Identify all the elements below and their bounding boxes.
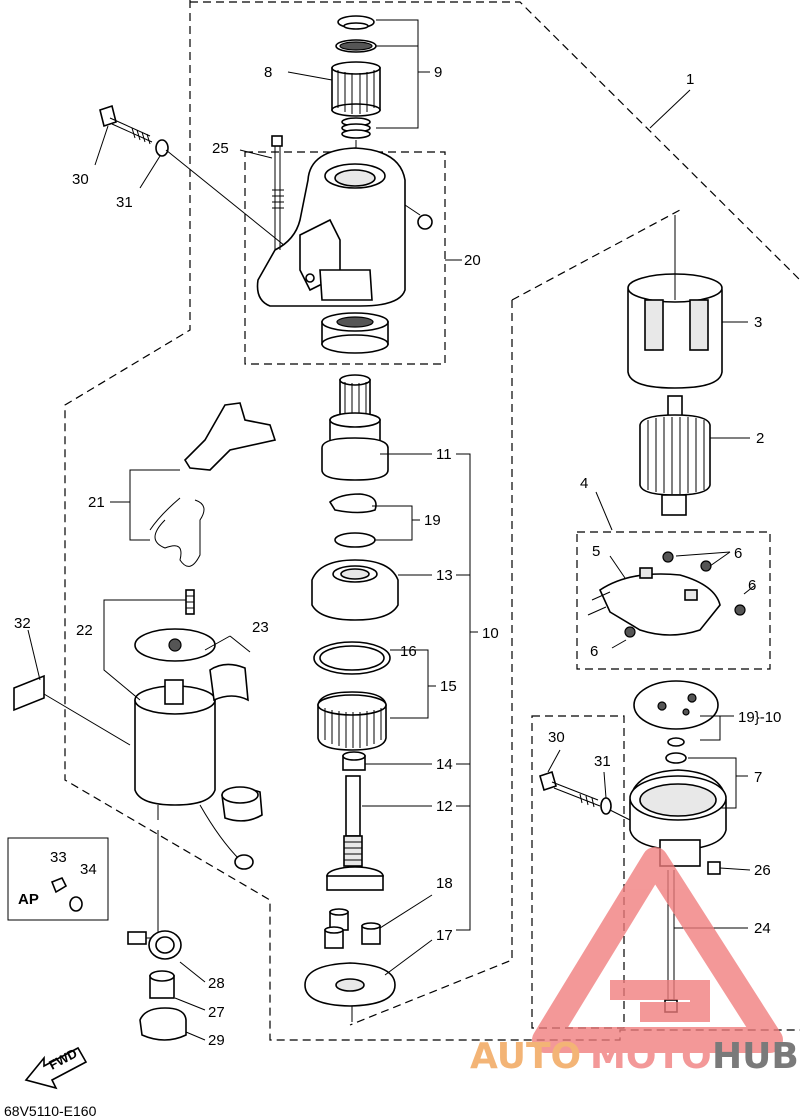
callout-31a: 31: [116, 194, 133, 211]
callout-1: 1: [686, 71, 694, 88]
callout-9: 9: [434, 64, 442, 81]
callout-14: 14: [436, 756, 453, 773]
callout-21: 21: [88, 494, 105, 511]
callout-19b: 19}-10: [738, 709, 781, 726]
callout-4: 4: [580, 475, 588, 492]
callout-19a: 19: [424, 512, 441, 529]
brush-holder: [587, 491, 755, 649]
label-sticker-32: [13, 629, 131, 746]
callout-13: 13: [436, 567, 453, 584]
callout-labels: 1 2 3 4 5 6 6 6 7 8 9 10 11 12 13 14 15 …: [14, 64, 781, 1049]
callout-17: 17: [436, 927, 453, 944]
callout-23: 23: [252, 619, 269, 636]
callout-24: 24: [754, 920, 771, 937]
callout-31b: 31: [594, 753, 611, 770]
callout-2: 2: [756, 430, 764, 447]
callout-22: 22: [76, 622, 93, 639]
callout-27: 27: [208, 1004, 225, 1021]
bolt-30-top: [94, 104, 291, 251]
end-plate: [629, 680, 748, 867]
watermark-logo: AUTO MOTO HUB: [470, 847, 799, 1077]
callout-18: 18: [436, 875, 453, 892]
callout-11: 11: [436, 446, 452, 463]
callout-3: 3: [754, 314, 762, 331]
bearing: [321, 312, 389, 354]
callout-5: 5: [592, 543, 600, 560]
grommet-23: [204, 635, 263, 822]
callout-30b: 30: [548, 729, 565, 746]
yoke: [627, 215, 748, 389]
callout-25: 25: [212, 140, 229, 157]
center-leaders: [362, 453, 478, 976]
watermark-hub: HUB: [712, 1036, 799, 1077]
front-cover: [256, 147, 433, 307]
callout-8: 8: [264, 64, 272, 81]
watermark-moto: MOTO: [590, 1036, 712, 1077]
bolt-25: [239, 135, 284, 250]
callout-7: 7: [754, 769, 762, 786]
callout-32: 32: [14, 615, 31, 632]
callout-33: 33: [50, 849, 67, 866]
ap-label: AP: [18, 891, 39, 908]
callout-15: 15: [440, 678, 457, 695]
callout-29: 29: [208, 1032, 225, 1049]
pinion-gear-stack: [331, 15, 381, 175]
callout-16: 16: [400, 643, 417, 660]
drive-shaft-stack: [304, 374, 399, 1022]
watermark-auto: AUTO: [470, 1036, 581, 1077]
callout-34: 34: [80, 861, 97, 878]
callout-10: 10: [482, 625, 499, 642]
callout-26: 26: [754, 862, 771, 879]
callout-6c: 6: [590, 643, 598, 660]
callout-6a: 6: [734, 545, 742, 562]
callout-28: 28: [208, 975, 225, 992]
fwd-arrow: FWD: [24, 1046, 88, 1090]
diagram-code: 68V5110-E160: [4, 1103, 97, 1119]
callout-12: 12: [436, 798, 453, 815]
ap-box: AP: [7, 837, 109, 921]
callout-6b: 6: [748, 577, 756, 594]
terminal-nut-assembly: [127, 830, 187, 1041]
solenoid: [134, 589, 254, 870]
armature: [639, 395, 750, 516]
shift-lever: [149, 402, 277, 567]
callout-30a: 30: [72, 171, 89, 188]
callout-20: 20: [464, 252, 481, 269]
